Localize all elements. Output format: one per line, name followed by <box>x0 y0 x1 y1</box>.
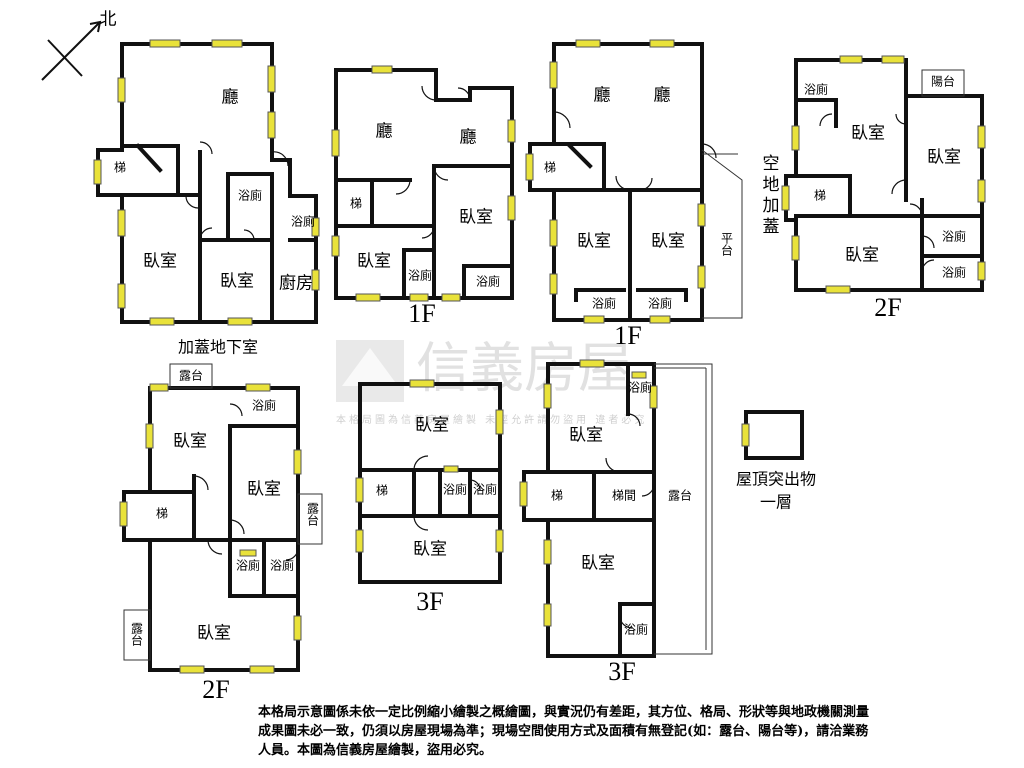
room-label-bath: 浴廁 <box>592 296 616 311</box>
plan-roof: 屋頂突出物 一層 <box>736 410 816 512</box>
room-label-bedroom: 臥室 <box>581 554 615 574</box>
disclaimer-text: 本格局示意圖係未依一定比例縮小繪製之概繪圖，與實況仍有差距，其方位、格局、形狀等… <box>258 705 870 758</box>
plan-2f-right: 陽台 浴廁 臥室 臥室 梯 臥室 浴廁 浴廁 2F <box>781 55 986 322</box>
room-label-bath: 浴廁 <box>291 214 315 229</box>
room-label-bedroom: 臥室 <box>927 148 961 168</box>
room-label-hall: 廳 <box>594 86 611 106</box>
room-label-bath: 浴廁 <box>624 622 648 637</box>
room-label-bath: 浴廁 <box>408 268 432 283</box>
room-label-hall: 廳 <box>376 122 393 142</box>
watermark-notice: 本格局圖為信義房屋繪製 未經允許請勿盜用 違者必究 <box>336 413 647 426</box>
room-label-kitchen: 廚房 <box>279 273 313 294</box>
room-label-bedroom: 臥室 <box>220 272 254 292</box>
level-label-3f-right: 3F <box>608 657 635 686</box>
room-label-bath: 浴廁 <box>476 274 500 289</box>
level-label-1f-left: 1F <box>408 299 435 328</box>
room-label-platform: 平台 <box>720 232 734 256</box>
room-label-bedroom: 臥室 <box>143 252 177 272</box>
plan-2f-bottom: 露台 浴廁 臥室 臥室 梯 露台 浴廁 浴廁 露台 臥室 2F <box>119 363 323 704</box>
room-label-bath: 浴廁 <box>238 188 262 203</box>
level-label-basement: 加蓋地下室 <box>178 338 258 357</box>
room-label-bedroom: 臥室 <box>413 540 447 560</box>
room-label-stair: 梯 <box>544 161 556 175</box>
room-label-bath: 浴廁 <box>473 482 497 497</box>
compass-north-label: 北 <box>100 10 117 30</box>
room-label-bath: 浴廁 <box>443 482 467 497</box>
plan-3f-right: 浴廁 臥室 梯 梯間 露台 臥室 浴廁 3F <box>519 359 713 686</box>
room-label-bath: 浴廁 <box>804 82 828 97</box>
plan-basement: 廳 梯 浴廁 浴廁 臥室 臥室 浴廁 廚房 加蓋地下室 <box>93 39 320 357</box>
room-label-bath: 浴廁 <box>252 398 276 413</box>
level-label-2f-bottom: 2F <box>202 675 229 704</box>
room-label-terrace: 露台 <box>179 368 203 383</box>
room-label-bedroom: 臥室 <box>357 252 391 272</box>
room-label-hall: 廳 <box>222 88 239 108</box>
room-label-bedroom: 臥室 <box>651 232 685 252</box>
room-label-bath: 浴廁 <box>648 296 672 311</box>
room-label-terrace: 露台 <box>668 488 692 503</box>
plan-3f-center: 臥室 梯 浴廁 浴廁 臥室 3F <box>355 379 504 616</box>
room-label-terrace: 露台 <box>306 502 320 526</box>
room-label-bath: 浴廁 <box>628 380 652 395</box>
room-label-stairwell: 梯間 <box>612 489 636 503</box>
room-label-bedroom: 臥室 <box>845 246 879 266</box>
room-label-bedroom: 臥室 <box>577 232 611 252</box>
room-label-bedroom: 臥室 <box>569 426 603 446</box>
level-label-2f-right: 2F <box>874 293 901 322</box>
room-label-bedroom: 臥室 <box>851 124 885 144</box>
room-label-bedroom: 臥室 <box>247 480 281 500</box>
room-label-stair: 梯 <box>156 507 168 521</box>
room-label-stair: 梯 <box>114 161 126 175</box>
room-label-balcony: 陽台 <box>931 74 955 89</box>
room-label-bedroom: 臥室 <box>415 416 449 436</box>
room-label-hall: 廳 <box>460 128 477 148</box>
room-label-bath: 浴廁 <box>270 558 294 573</box>
room-label-terrace: 露台 <box>130 622 144 646</box>
plan-1f-left: 廳 廳 梯 臥室 臥室 浴廁 浴廁 1F <box>331 65 516 328</box>
watermark: 信義房屋 本格局圖為信義房屋繪製 未經允許請勿盜用 違者必究 <box>336 337 647 426</box>
room-label-bedroom: 臥室 <box>459 208 493 228</box>
roof-label-line1: 屋頂突出物 <box>736 470 816 489</box>
room-label-open-ext: 空地加蓋 <box>759 154 780 238</box>
room-label-stair: 梯 <box>551 489 563 503</box>
room-label-stair: 梯 <box>376 484 388 498</box>
room-label-bath: 浴廁 <box>236 558 260 573</box>
watermark-brand: 信義房屋 <box>416 337 632 400</box>
plan-1f-middle: 廳 廳 梯 臥室 臥室 浴廁 浴廁 平台 空地加蓋 1F <box>525 39 780 350</box>
room-label-stair: 梯 <box>814 189 826 203</box>
room-label-bedroom: 臥室 <box>173 432 207 452</box>
room-label-hall: 廳 <box>654 86 671 106</box>
room-label-bath: 浴廁 <box>942 265 966 280</box>
level-label-1f-middle: 1F <box>614 321 641 350</box>
roof-label-line2: 一層 <box>760 493 792 512</box>
room-label-bath: 浴廁 <box>942 229 966 244</box>
compass-arrow: 北 <box>41 10 117 81</box>
room-label-stair: 梯 <box>350 197 362 211</box>
room-label-bedroom: 臥室 <box>197 624 231 644</box>
level-label-3f-center: 3F <box>416 587 443 616</box>
